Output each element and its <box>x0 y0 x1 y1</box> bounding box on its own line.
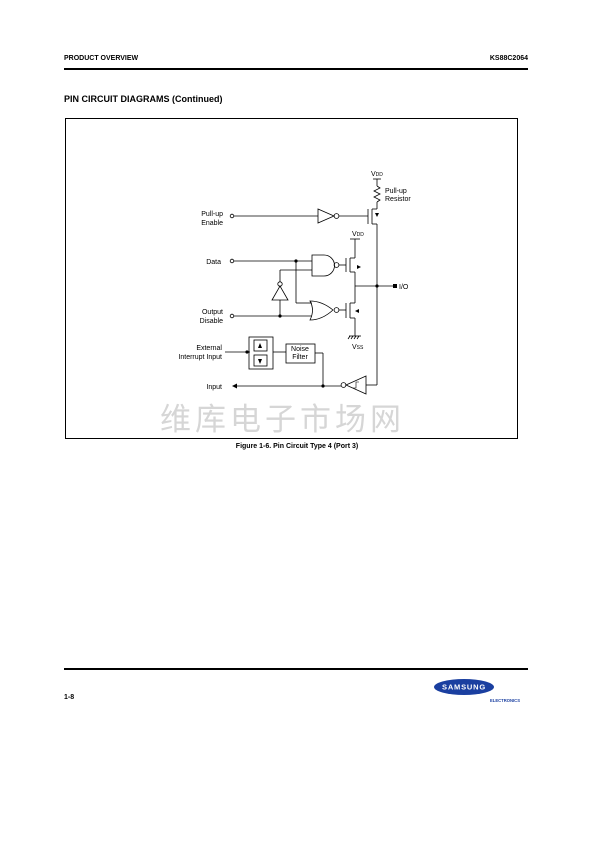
noise-filter-label-1: Noise <box>291 346 309 353</box>
pullup-resistor-label-2: Resistor <box>385 196 411 203</box>
vss-label: VSS <box>352 344 364 351</box>
nor-bubble <box>333 307 340 313</box>
pullup-arrow <box>375 213 379 217</box>
data-junction-dot <box>294 259 298 263</box>
rising-edge-cell <box>253 339 268 352</box>
disable-junction-dot <box>278 314 282 318</box>
samsung-logo: SAMSUNG ELECTRONICS <box>434 679 520 703</box>
edge-detect-block <box>248 336 274 370</box>
pullup-enable-bubble <box>333 213 340 219</box>
watermark: 维库电子市场网 <box>160 402 405 438</box>
data-label: Data <box>206 259 221 266</box>
falling-edge-arrow <box>258 359 262 364</box>
samsung-logo-text: SAMSUNG <box>442 683 486 692</box>
noise-filter-block <box>285 343 316 364</box>
pmos-arrow <box>357 265 361 269</box>
pullup-enable-label-1: Pull-up <box>201 211 223 218</box>
rising-edge-arrow <box>258 343 262 348</box>
io-junction-dot <box>375 284 379 288</box>
input-label: Input <box>206 384 222 391</box>
io-pin-square <box>393 284 397 288</box>
input-junction-dot <box>321 384 325 388</box>
page-number: 1-8 <box>64 694 75 701</box>
footer-rule <box>64 668 528 670</box>
output-disable-label-1: Output <box>202 309 223 316</box>
input-arrow-head <box>232 383 237 389</box>
vdd-mid-label: VDD <box>352 231 364 238</box>
disable-inverter-bubble <box>277 281 283 287</box>
nand-gate <box>311 254 335 277</box>
vdd-top-label: VDD <box>371 171 383 178</box>
page-title: PIN CIRCUIT DIAGRAMS (Continued) <box>64 94 223 104</box>
header-section-title: PRODUCT OVERVIEW <box>64 55 139 62</box>
input-schmitt-buffer <box>345 375 367 395</box>
output-disable-label-2: Disable <box>200 318 223 325</box>
data-terminal <box>229 258 235 264</box>
pullup-enable-terminal <box>229 213 235 219</box>
header-rule <box>64 68 528 70</box>
io-label: I/O <box>399 284 409 291</box>
figure-frame <box>65 118 518 439</box>
electronics-logo-text: ELECTRONICS <box>490 698 520 703</box>
ext-int-label-2: Interrupt Input <box>178 354 222 361</box>
falling-edge-cell <box>253 354 268 367</box>
figure-caption: Figure 1-6. Pin Circuit Type 4 (Port 3) <box>235 443 359 450</box>
schmitt-symbol <box>353 381 359 389</box>
disable-inverter <box>271 285 289 301</box>
pullup-resistor-label-1: Pull-up <box>385 188 407 195</box>
pullup-enable-label-2: Enable <box>201 220 223 227</box>
pullup-enable-buffer <box>317 208 335 224</box>
pullup-resistor <box>373 185 381 203</box>
noise-filter-label-2: Filter <box>292 354 308 361</box>
nor-gate <box>309 300 334 321</box>
ext-int-label-1: External <box>196 345 222 352</box>
samsung-logo-oval <box>434 679 494 695</box>
output-disable-terminal <box>229 313 235 319</box>
header-part-number: KS88C2064 <box>489 55 528 62</box>
nmos-arrow <box>355 309 359 313</box>
nand-bubble <box>333 262 340 268</box>
ext-int-junction-dot <box>245 350 249 354</box>
input-buffer-bubble <box>340 382 347 388</box>
